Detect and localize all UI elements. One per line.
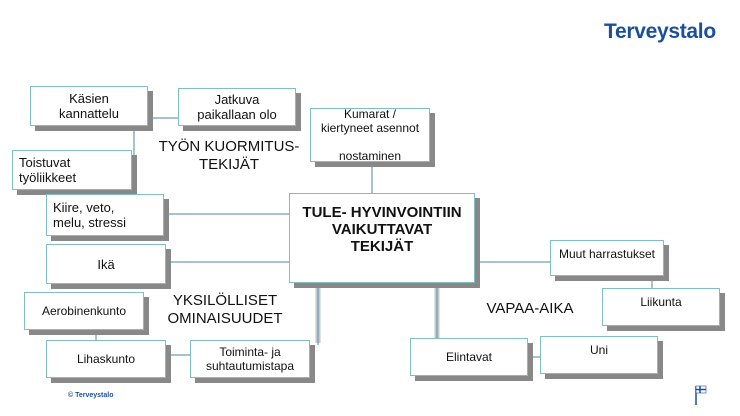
box-aerobinen-kunto: Aerobinenkunto (24, 292, 144, 330)
box-jatkuva-paikallaan-olo: Jatkuva paikallaan olo (178, 88, 296, 126)
box-kumarat-asennot: Kumarat / kiertyneet asennot nostaminen (310, 107, 430, 163)
box-toiminta-suhtautumistapa: Toiminta- ja suhtautumistapa (190, 340, 310, 378)
group-label-leisure: VAPAA-AIKA (486, 300, 574, 317)
box-uni: Uni (540, 336, 658, 374)
box-elintavat: Elintavat (410, 338, 528, 376)
center-box-tule-hyvinvointi: TULE- HYVINVOINTIIN VAIKUTTAVAT TEKIJÄT (289, 193, 475, 283)
box-kiire-veto-melu-stressi: Kiire, veto, melu, stressi (46, 194, 164, 236)
footer-copyright: © Terveystalo (68, 392, 114, 399)
box-lihaskunto: Lihaskunto (46, 340, 166, 378)
group-label-work: TYÖN KUORMITUS- TEKIJÄT (158, 138, 300, 173)
finnish-flag-icon (695, 385, 707, 405)
box-kasien-kannattelu: Käsien kannattelu (30, 86, 148, 126)
group-label-individual: YKSILÖLLISET OMINAISUUDET (167, 292, 283, 327)
box-toistuvat-tyoliikkeet: Toistuvat työliikkeet (12, 150, 132, 190)
box-liikunta: Liikunta (602, 288, 720, 326)
box-ika: Ikä (46, 244, 166, 284)
box-muut-harrastukset: Muut harrastukset (550, 240, 664, 276)
terveystalo-logo: Terveystalo (604, 20, 716, 43)
